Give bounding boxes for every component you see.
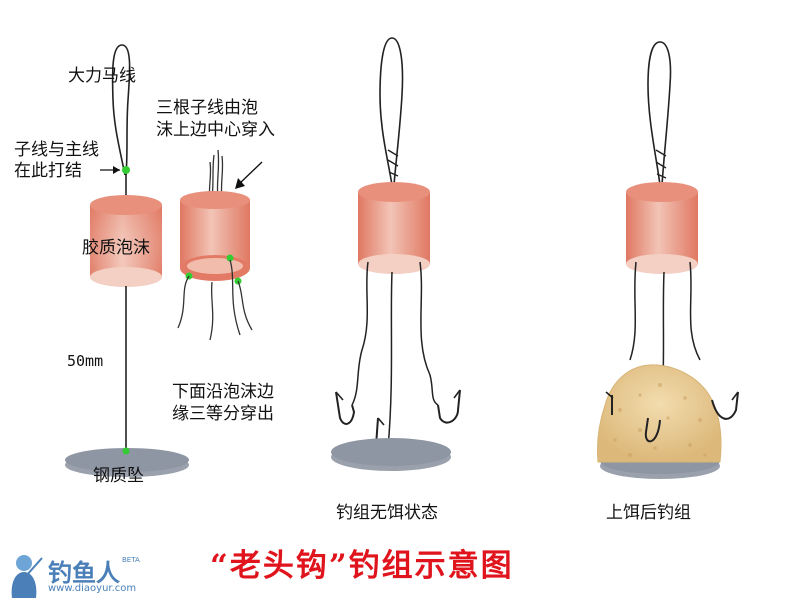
pointer-arrow: [237, 161, 263, 186]
threads-top: [208, 149, 224, 199]
main-line-loop: [111, 44, 131, 176]
site-logo[interactable]: 钓鱼人 BETA www.diaoyur.com: [4, 552, 154, 598]
label-main-line: 大力马线: [68, 66, 136, 86]
foam-cylinder-4: [626, 182, 698, 274]
leader-right-3: [419, 261, 439, 406]
knot-point: [122, 166, 130, 174]
figure-rig-baited: [597, 41, 739, 479]
leader-mid-3: [387, 271, 393, 449]
hook-mid-4: [644, 417, 661, 443]
figure-foam-detail: [177, 149, 263, 341]
weight-knot: [122, 447, 130, 455]
label-foam: 胶质泡沫: [82, 238, 150, 258]
foam-cylinder-3: [358, 182, 430, 274]
logo-url: www.diaoyur.com: [48, 583, 137, 594]
label-knot-line1: 子线与主线: [14, 140, 99, 160]
figure-basic-rig: [65, 44, 189, 477]
label-length: 50mm: [67, 352, 104, 370]
bait-dough: [597, 364, 722, 463]
logo-beta: BETA: [122, 556, 140, 564]
label-threaded-line1: 三根子线由泡: [156, 98, 258, 118]
steel-weight-1: [65, 448, 189, 477]
leader-left-3: [351, 261, 369, 406]
fisherman-icon: [11, 555, 43, 598]
bait-texture: [613, 383, 707, 457]
label-threaded-line2: 沫上边中心穿入: [156, 120, 275, 140]
label-no-bait: 钓组无饵状态: [336, 503, 438, 523]
foam-cylinder-1: [90, 195, 162, 287]
label-weight: 钢质坠: [93, 466, 144, 486]
hook-right-4: [711, 391, 739, 420]
label-baited: 上饵后钓组: [606, 503, 691, 523]
hook-left-3: [335, 391, 356, 425]
label-knot-line2: 在此打结: [14, 161, 82, 181]
figure-rig-no-bait: [331, 37, 461, 471]
foam-cylinder-2: [180, 191, 250, 281]
logo-name: 钓鱼人: [48, 559, 120, 587]
label-exit-line2: 缘三等分穿出: [172, 404, 274, 424]
loop-3: [379, 37, 404, 186]
loop-4: [647, 41, 672, 186]
steel-weight-3: [331, 438, 451, 471]
diagram-title: “老头钩”钓组示意图: [210, 548, 514, 584]
threads-bottom: [177, 259, 253, 341]
hook-right-3: [437, 389, 461, 424]
label-exit-line1: 下面沿泡沫边: [172, 382, 274, 402]
